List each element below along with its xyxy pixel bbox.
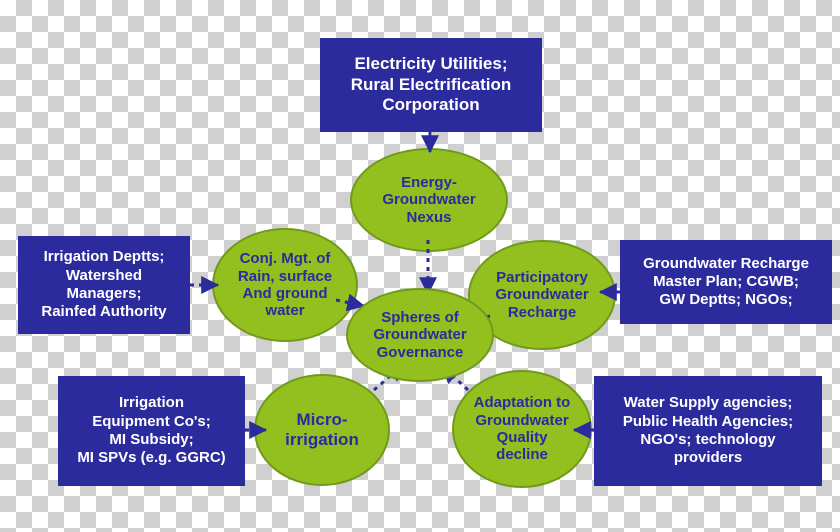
actor-box-groundwater-recharge-master-plan[interactable]: Groundwater Recharge Master Plan; CGWB; … [620, 240, 832, 324]
sphere-adaptation-to-groundwater-quality-decline[interactable]: Adaptation to Groundwater Quality declin… [452, 370, 592, 488]
sphere-micro-irrigation[interactable]: Micro- irrigation [254, 374, 390, 486]
actor-box-water-supply-agencies[interactable]: Water Supply agencies; Public Health Age… [594, 376, 822, 486]
actor-box-electricity-utilities[interactable]: Electricity Utilities; Rural Electrifica… [320, 38, 542, 132]
sphere-conjunctive-management[interactable]: Conj. Mgt. of Rain, surface And ground w… [212, 228, 358, 342]
actor-box-irrigation-equipment-companies[interactable]: Irrigation Equipment Co's; MI Subsidy; M… [58, 376, 245, 486]
actor-box-irrigation-departments[interactable]: Irrigation Deptts; Watershed Managers; R… [18, 236, 190, 334]
sphere-center-groundwater-governance[interactable]: Spheres of Groundwater Governance [346, 288, 494, 382]
sphere-energy-groundwater-nexus[interactable]: Energy- Groundwater Nexus [350, 148, 508, 252]
